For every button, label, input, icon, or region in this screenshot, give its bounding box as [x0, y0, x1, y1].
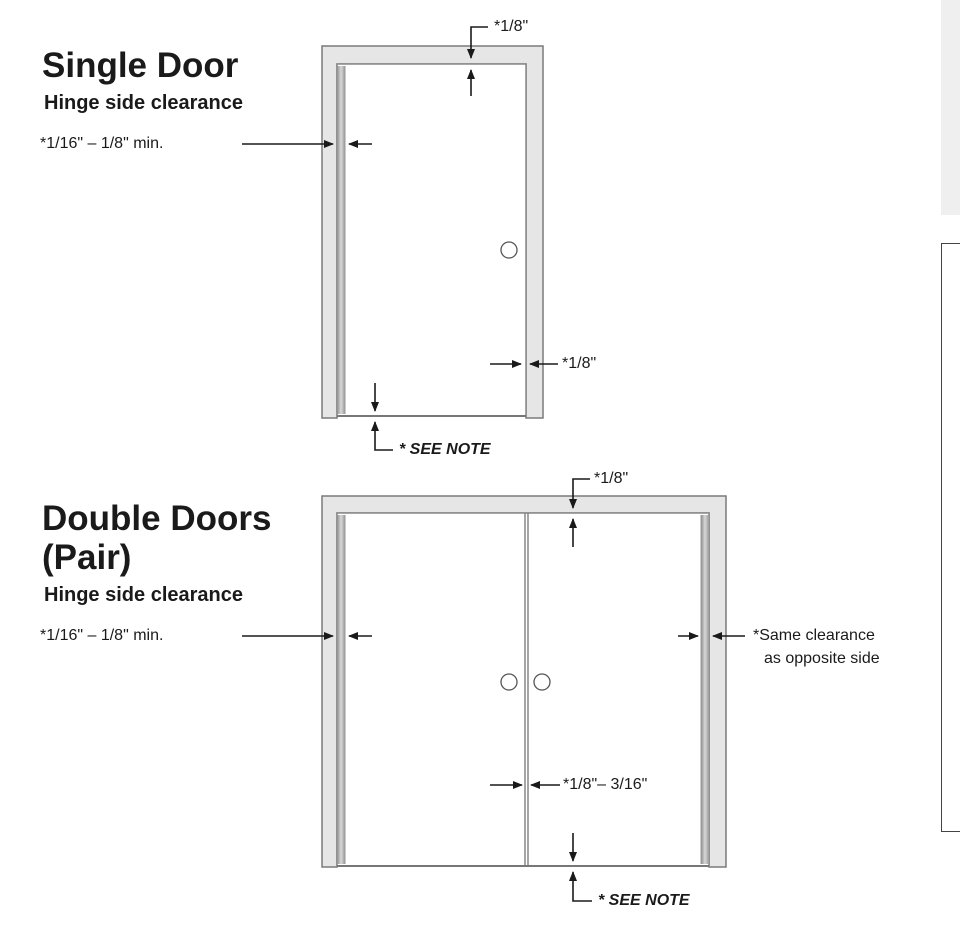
double-door-left-panel — [336, 512, 526, 867]
double-right-clearance-label: *Same clearance — [753, 627, 875, 644]
right-door-knob — [533, 673, 551, 691]
double-meeting-clearance-label: *1/8"– 3/16" — [563, 776, 648, 793]
side-panel — [941, 0, 960, 215]
single-top-clearance-label: *1/8" — [494, 18, 529, 35]
side-note-box — [941, 243, 960, 832]
left-door-knob — [500, 673, 518, 691]
double-doors-subtitle: Hinge side clearance — [44, 584, 243, 606]
double-doors-title-pair: (Pair) — [42, 538, 132, 577]
single-bottom-note: * SEE NOTE — [399, 441, 491, 458]
single-top-clearance-arrow — [467, 26, 488, 96]
single-door-subtitle: Hinge side clearance — [44, 92, 243, 114]
single-door-knob — [500, 241, 518, 259]
double-door-right-panel — [527, 512, 710, 867]
double-top-clearance-label: *1/8" — [594, 470, 629, 487]
single-door-panel — [336, 63, 527, 417]
double-hinge-clearance-label: *1/16" – 1/8" min. — [40, 627, 164, 644]
double-right-clearance-label-2: as opposite side — [764, 650, 880, 667]
single-latch-clearance-label: *1/8" — [562, 355, 597, 372]
double-bottom-note: * SEE NOTE — [598, 892, 690, 909]
single-hinge-clearance-label: *1/16" – 1/8" min. — [40, 135, 164, 152]
single-door-title: Single Door — [42, 46, 239, 85]
double-bottom-clearance-arrows — [569, 833, 592, 902]
double-top-clearance-arrow — [569, 478, 590, 547]
single-bottom-clearance-arrows — [371, 383, 393, 451]
double-doors-title: Double Doors — [42, 499, 272, 538]
